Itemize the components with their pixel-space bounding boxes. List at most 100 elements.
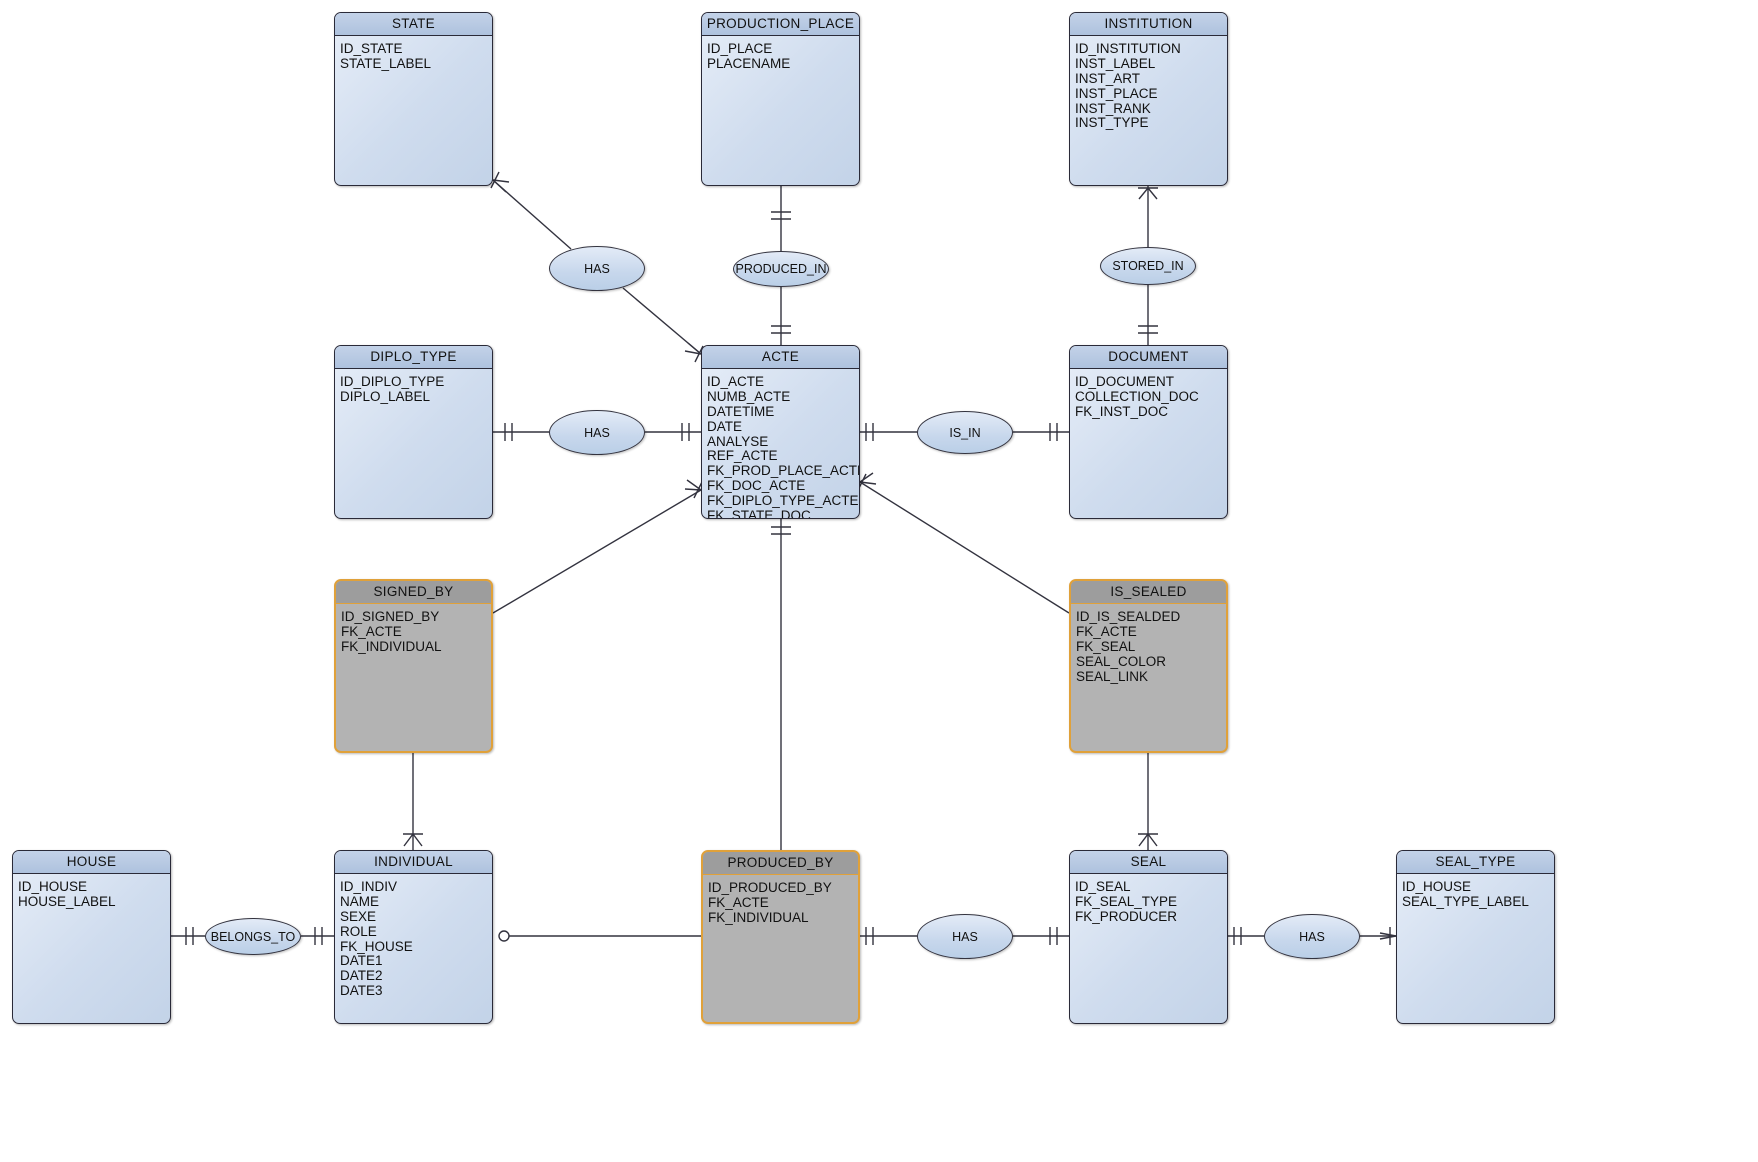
- attribute: ID_PRODUCED_BY: [708, 880, 832, 895]
- tick-acte-right: [865, 423, 874, 441]
- entity-title-house: HOUSE: [13, 851, 170, 874]
- entity-title-produced_by: PRODUCED_BY: [703, 852, 858, 875]
- attribute: FK_ACTE: [341, 623, 402, 639]
- attribute: NAME: [340, 893, 380, 909]
- tick-document-left: [1049, 423, 1058, 441]
- attribute: INST_RANK: [1075, 100, 1151, 116]
- entity-title-production_place: PRODUCTION_PLACE: [702, 13, 859, 36]
- tick-house: [185, 927, 194, 945]
- attribute: FK_PRODUCER: [1075, 908, 1178, 924]
- attribute: DATE3: [340, 983, 383, 999]
- relationship-label: HAS: [584, 261, 610, 276]
- attribute: PLACENAME: [707, 55, 791, 71]
- attribute: REF_ACTE: [707, 448, 778, 464]
- relationship-is_in[interactable]: IS_IN: [917, 411, 1013, 454]
- attribute: HOUSE_LABEL: [18, 893, 116, 909]
- relationship-has_seal_type[interactable]: HAS: [1264, 914, 1360, 959]
- attribute: ID_HOUSE: [18, 879, 88, 894]
- attribute: FK_SEAL: [1076, 638, 1136, 654]
- attribute: STATE_LABEL: [340, 55, 432, 71]
- entity-title-state: STATE: [335, 13, 492, 36]
- attribute: FK_INST_DOC: [1075, 403, 1169, 419]
- attribute: ID_INDIV: [340, 879, 398, 894]
- attribute: ID_IS_SEALDED: [1076, 609, 1181, 624]
- attribute: FK_STATE_DOC: [707, 508, 811, 519]
- entity-title-diplo_type: DIPLO_TYPE: [335, 346, 492, 369]
- relationship-stored_in[interactable]: STORED_IN: [1100, 247, 1196, 285]
- attribute: ROLE: [340, 923, 377, 939]
- entity-title-institution: INSTITUTION: [1070, 13, 1227, 36]
- attribute: SEXE: [340, 908, 377, 924]
- attribute: ID_STATE: [340, 41, 403, 56]
- tick-acte-top: [771, 325, 791, 334]
- relationship-has_diplo[interactable]: HAS: [549, 410, 645, 455]
- optional-marker-individual: [498, 930, 510, 942]
- tick-individual-left: [314, 927, 323, 945]
- attribute: SEAL_LINK: [1076, 668, 1149, 684]
- attribute: FK_PROD_PLACE_ACTE: [707, 463, 860, 479]
- relationship-label: PRODUCED_IN: [735, 262, 827, 276]
- attribute: FK_INDIVIDUAL: [341, 638, 442, 654]
- attribute: COLLECTION_DOC: [1075, 388, 1199, 404]
- tick-document-top: [1138, 325, 1158, 334]
- attribute: ID_ACTE: [707, 374, 765, 389]
- attribute: INST_LABEL: [1075, 55, 1156, 71]
- tick-production: [771, 211, 791, 220]
- attribute: FK_INDIVIDUAL: [708, 909, 809, 925]
- connector-acte-issealed: [859, 481, 1070, 614]
- entity-title-individual: INDIVIDUAL: [335, 851, 492, 874]
- relationship-has_state[interactable]: HAS: [549, 246, 645, 291]
- attribute: ANALYSE: [707, 433, 769, 449]
- entity-title-acte: ACTE: [702, 346, 859, 369]
- crowfoot-state: [490, 171, 510, 193]
- crowfoot-individual-top: [403, 833, 423, 847]
- tick-diplo: [504, 423, 513, 441]
- tick-acte-bottom: [771, 526, 791, 535]
- tick-seal-right: [1233, 927, 1242, 945]
- attribute: FK_SEAL_TYPE: [1075, 893, 1178, 909]
- attribute: ID_HOUSE: [1402, 879, 1472, 894]
- entity-title-seal_type: SEAL_TYPE: [1397, 851, 1554, 874]
- relationship-label: IS_IN: [949, 425, 981, 440]
- attribute: FK_DOC_ACTE: [707, 478, 806, 494]
- relationship-has_producer[interactable]: HAS: [917, 914, 1013, 959]
- attribute: INST_ART: [1075, 70, 1141, 86]
- attribute: FK_ACTE: [1076, 623, 1137, 639]
- entity-title-signed_by: SIGNED_BY: [336, 581, 491, 604]
- crowfoot-acte-sealed: [857, 472, 877, 491]
- attribute: ID_SEAL: [1075, 879, 1131, 894]
- relationship-produced_in[interactable]: PRODUCED_IN: [733, 251, 829, 287]
- attribute: ID_SIGNED_BY: [341, 609, 440, 624]
- relationship-label: HAS: [584, 425, 610, 440]
- relationship-label: HAS: [1299, 929, 1325, 944]
- entity-title-document: DOCUMENT: [1070, 346, 1227, 369]
- entity-title-is_sealed: IS_SEALED: [1071, 581, 1226, 604]
- entity-title-seal: SEAL: [1070, 851, 1227, 874]
- relationship-label: HAS: [952, 929, 978, 944]
- relationship-belongs_to[interactable]: BELONGS_TO: [205, 918, 301, 955]
